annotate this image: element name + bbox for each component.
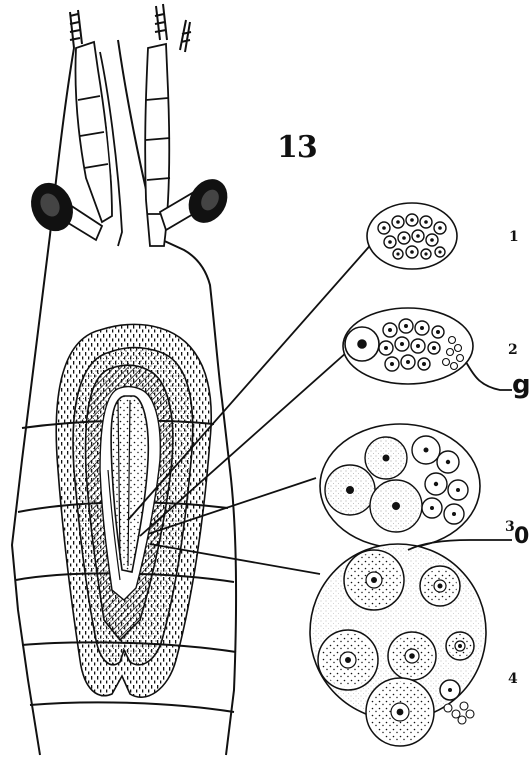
- stage-label-4: 4: [508, 672, 518, 686]
- stage-1-oocytes: [367, 203, 457, 269]
- figure-number: 13: [277, 133, 317, 163]
- stage-4-oocytes: [310, 544, 486, 746]
- stage-label-1: 1: [509, 230, 519, 244]
- ovary: [56, 324, 211, 697]
- stage-2-oocytes: [343, 308, 473, 384]
- stage-3-oocytes: [320, 424, 480, 548]
- label-g: g: [512, 372, 529, 398]
- stage-label-2: 2: [508, 343, 518, 357]
- label-o: 0: [514, 526, 529, 548]
